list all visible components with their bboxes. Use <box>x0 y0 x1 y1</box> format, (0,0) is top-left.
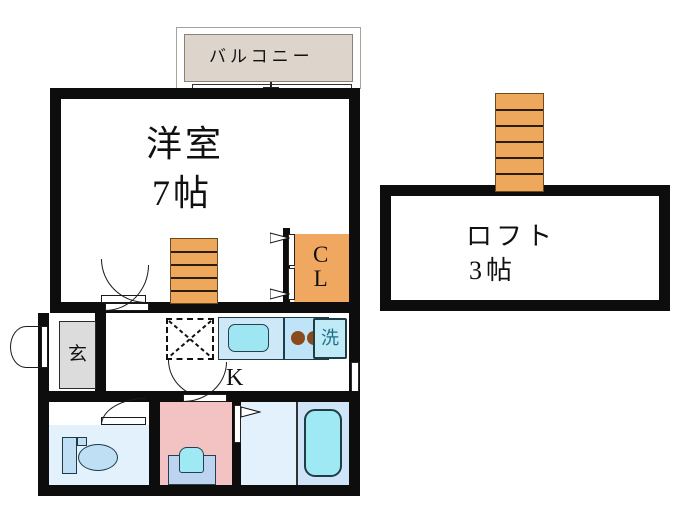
closet-label: C L <box>313 242 330 292</box>
closet-label-line1: C <box>313 242 330 267</box>
unit-wall-left-lower <box>38 313 49 496</box>
bath-door-arrow <box>241 406 261 418</box>
washroom-bath-divider <box>232 402 241 485</box>
toilet-tank <box>62 437 77 474</box>
kitchen-sink-basin <box>228 324 269 352</box>
unit-wall-top <box>50 88 360 99</box>
loft-label-size: 3帖 <box>469 256 517 285</box>
toilet-flush-lever <box>77 437 87 446</box>
front-door-swing <box>10 326 42 368</box>
loft-wall-bottom <box>380 300 670 311</box>
bath-changing-area <box>241 402 297 485</box>
closet-door-panel-top[interactable] <box>288 234 295 266</box>
washing-machine-label: 洗 <box>321 328 340 349</box>
bath-zone-line <box>296 402 298 485</box>
loft-interior <box>391 196 659 300</box>
unit-wall-right <box>349 88 360 496</box>
toilet-door-swing <box>101 398 146 425</box>
closet-area <box>294 234 349 302</box>
bedroom-label-name: 洋室 <box>146 124 225 165</box>
balcony-area <box>184 34 353 82</box>
bedroom-label-size: 7帖 <box>152 173 213 213</box>
toilet-washroom-divider <box>149 391 160 496</box>
entrance-wall-right <box>95 313 106 398</box>
closet-door-panel-bottom[interactable] <box>288 268 295 300</box>
washing-machine-space <box>313 318 347 359</box>
closet-wall-left <box>283 228 290 303</box>
closet-door-arrow-bottom <box>270 288 290 300</box>
bathtub <box>304 409 342 477</box>
loft-stairs <box>495 93 544 192</box>
entrance-hall <box>106 313 166 398</box>
room-stairs <box>170 238 218 304</box>
loft-wall-right <box>659 185 670 311</box>
unit-wall-left-upper <box>50 88 61 313</box>
entrance-label: 玄 <box>68 343 89 365</box>
refrigerator-space-cross <box>168 320 212 358</box>
wash-basin-bowl <box>179 447 204 473</box>
bedroom-wall-bottom <box>50 302 349 313</box>
kitchen-label: K <box>226 365 245 391</box>
closet-label-line2: L <box>313 266 329 292</box>
loft-label-name: ロフト <box>466 222 557 252</box>
front-door-leaf[interactable] <box>41 326 48 368</box>
stove-burner-left <box>291 331 305 345</box>
refrigerator-space <box>166 318 214 360</box>
balcony-label: バルコニー <box>209 47 314 67</box>
entrance-tile <box>59 321 96 389</box>
toilet-bowl <box>78 444 118 471</box>
loft-wall-left <box>380 185 391 311</box>
bath-door-panel[interactable] <box>234 405 241 443</box>
closet-door-arrow-top <box>270 232 290 244</box>
unit-wall-bottom <box>38 485 360 496</box>
